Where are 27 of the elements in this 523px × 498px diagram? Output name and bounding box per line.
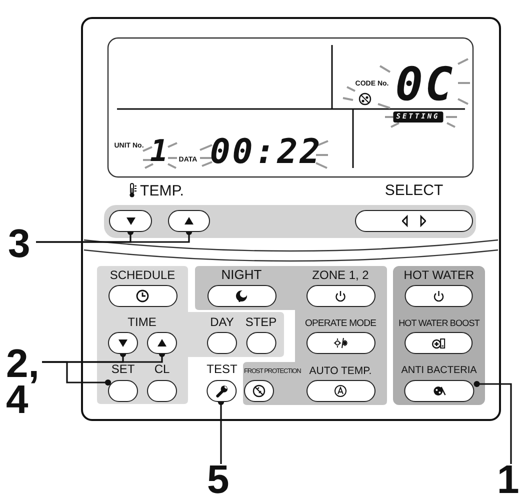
button bbox=[168, 210, 210, 232]
button-label: AUTO TEMP. bbox=[309, 366, 372, 376]
callout-number: 3 bbox=[8, 226, 36, 262]
leader-line bbox=[42, 361, 112, 386]
callout-number: 1 bbox=[497, 462, 523, 498]
button-label: SCHEDULE bbox=[110, 269, 176, 281]
button-label: NIGHT bbox=[221, 268, 262, 281]
button-label: HOT WATER bbox=[404, 269, 474, 281]
button-label: TEMP. bbox=[140, 184, 184, 198]
leader-line bbox=[474, 380, 512, 464]
callout-number: 5 bbox=[207, 462, 235, 498]
button-label: SET bbox=[111, 363, 135, 375]
button-label: HOT WATER BOOST bbox=[398, 319, 480, 328]
button-label: ZONE 1, 2 bbox=[312, 269, 369, 281]
callout-number: 2, 4 bbox=[6, 346, 42, 418]
button-label: ANTI BACTERIA bbox=[401, 366, 477, 376]
button-label: TEST bbox=[206, 363, 238, 375]
button-label: CL bbox=[154, 363, 170, 375]
button-label: DAY bbox=[210, 316, 234, 328]
lcd-digits: 0C bbox=[395, 61, 455, 107]
button-label: STEP bbox=[245, 316, 277, 328]
lcd-digits: 00:22 bbox=[210, 135, 322, 169]
button-label: SELECT bbox=[384, 183, 444, 198]
button-label: TIME bbox=[128, 316, 156, 328]
button-label: OPERATE MODE bbox=[304, 318, 376, 328]
lcd-digits: 1 bbox=[150, 137, 170, 167]
button bbox=[109, 210, 152, 232]
